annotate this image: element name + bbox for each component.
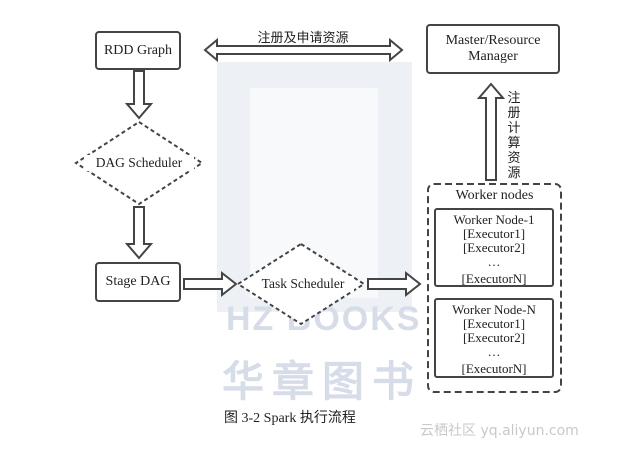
figure-caption: 图 3-2 Spark 执行流程 — [224, 411, 356, 426]
worker-node-n-executor-last: [ExecutorN] — [461, 361, 527, 376]
worker-node-1: Worker Node-1 [Executor1] [Executor2] … … — [434, 208, 554, 287]
arrow-rdd-to-dag — [124, 70, 154, 120]
worker-node-n-title: Worker Node-N — [452, 302, 536, 317]
watermark-publisher-cn: 华章图书 — [222, 358, 423, 405]
worker-nodes-title: Worker nodes — [455, 188, 534, 203]
worker-node-1-executor: [Executor2] — [462, 240, 526, 255]
dag-scheduler-label: DAG Scheduler — [84, 155, 194, 171]
worker-node-n: Worker Node-N [Executor1] [Executor2] … … — [434, 298, 554, 378]
arrow-stage-to-task — [183, 270, 238, 298]
arrow-dag-to-stage — [124, 206, 154, 260]
stage-dag-label: Stage DAG — [105, 274, 171, 289]
worker-node-1-ellipsis: … — [487, 254, 501, 269]
edge-label-register-compute: 注册计算资源 — [507, 90, 521, 180]
arrow-task-to-workers — [367, 270, 422, 298]
worker-node-1-executor: [Executor1] — [462, 226, 526, 241]
worker-node-n-executor: [Executor1] — [462, 316, 526, 331]
edge-label-register-request: 注册及申请资源 — [257, 30, 349, 45]
worker-node-1-executor-last: [ExecutorN] — [461, 271, 527, 286]
rdd-graph-label: RDD Graph — [103, 42, 173, 58]
master-label-line2: Manager — [468, 49, 518, 64]
master-label-line1: Master/Resource — [445, 33, 541, 48]
master-resource-manager-box: Master/Resource Manager — [426, 24, 560, 74]
bidirectional-arrow — [203, 37, 404, 63]
task-scheduler-label: Task Scheduler — [252, 276, 354, 292]
worker-node-n-ellipsis: … — [487, 344, 501, 359]
worker-node-n-executor: [Executor2] — [462, 330, 526, 345]
site-watermark: 云栖社区 yq.aliyun.com — [420, 423, 579, 439]
arrow-workers-to-master — [476, 82, 506, 181]
worker-node-1-title: Worker Node-1 — [453, 212, 535, 227]
rdd-graph-box: RDD Graph — [95, 31, 181, 70]
stage-dag-box: Stage DAG — [95, 262, 181, 302]
